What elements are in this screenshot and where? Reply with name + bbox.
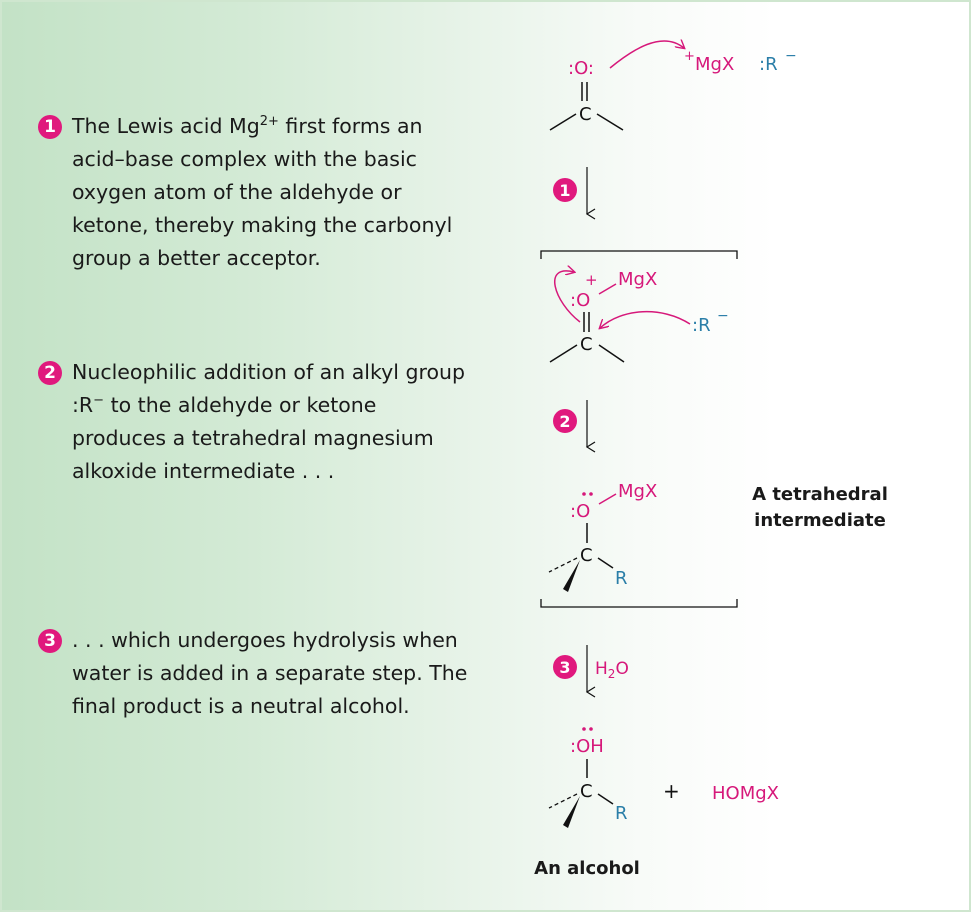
step-3-line-3: final product is a neutral alcohol.: [72, 694, 410, 718]
step-1-line-4: ketone, thereby making the carbonyl: [72, 213, 453, 237]
complex-nucleophile: :R: [692, 315, 711, 336]
step-1-line-5: group a better acceptor.: [72, 246, 321, 270]
step-2-line-3: produces a tetrahedral magnesium: [72, 426, 434, 450]
step-2-badge: 2: [38, 361, 62, 385]
intermediate-r: R: [615, 568, 628, 589]
alcohol-label: An alcohol: [534, 858, 640, 879]
start-nucleophile: :R: [759, 54, 778, 75]
starting-carbonyl: :O: C: [549, 58, 624, 131]
mg-charge: +: [684, 49, 695, 64]
intermediate-label: A tetrahedral intermediate: [752, 484, 888, 531]
start-mgx: MgX: [695, 54, 734, 75]
curved-arrow-r-to-c: [600, 310, 691, 328]
complex-oxygen: :O: [570, 290, 590, 311]
intermediate-mgx: MgX: [618, 481, 657, 502]
svg-text:3: 3: [559, 658, 570, 677]
curved-arrow-o-to-mg: [609, 41, 684, 69]
arrow-2-badge: [553, 409, 577, 433]
byproduct-homgx: HOMgX: [712, 783, 779, 804]
product-r: R: [615, 803, 628, 824]
bracket-top: [540, 250, 738, 259]
step-3-line-1: . . . which undergoes hydrolysis when: [72, 628, 458, 652]
product-oh: :OH: [570, 736, 604, 757]
curved-arrow-pi-to-o: [554, 271, 581, 323]
arrow-1-badge: [553, 178, 577, 202]
step-3-description: 3 . . . which undergoes hydrolysis when …: [38, 624, 508, 723]
step-1-line-2: acid–base complex with the basic: [72, 147, 417, 171]
arrow-3-badge: [553, 655, 577, 679]
step-1-badge: 1: [38, 115, 62, 139]
step-1-line-1: The Lewis acid Mg2+ first forms an: [72, 114, 423, 138]
activated-complex: + :O MgX C: [549, 269, 657, 363]
svg-text:1: 1: [559, 181, 570, 200]
svg-text:−: −: [717, 308, 729, 324]
step-2-description: 2 Nucleophilic addition of an alkyl grou…: [38, 356, 508, 488]
bracket-bottom: [540, 599, 738, 608]
alcohol-product: :OH C R: [548, 727, 628, 828]
water-reagent: H2O: [595, 659, 629, 681]
intermediate-carbon: C: [580, 545, 593, 566]
step-3-badge: 3: [38, 629, 62, 653]
tetrahedral-intermediate: :O MgX C R: [548, 481, 657, 592]
plus-sign: +: [663, 779, 680, 803]
start-oxygen: :O:: [568, 58, 594, 79]
product-carbon: C: [580, 781, 593, 802]
r-charge: −: [785, 48, 797, 64]
step-2-line-2: :R− to the aldehyde or ketone: [72, 393, 377, 417]
step-1-description: 1 The Lewis acid Mg2+ first forms an aci…: [38, 110, 508, 275]
step-3-line-2: water is added in a separate step. The: [72, 661, 468, 685]
complex-mgx: MgX: [618, 269, 657, 290]
complex-carbon: C: [580, 334, 593, 355]
svg-text:+: +: [585, 271, 598, 289]
intermediate-oxygen: :O: [570, 501, 590, 522]
step-2-line-4: alkoxide intermediate . . .: [72, 459, 335, 483]
start-carbon: C: [579, 104, 592, 125]
step-2-line-1: Nucleophilic addition of an alkyl group: [72, 360, 466, 384]
step-1-line-3: oxygen atom of the aldehyde or: [72, 180, 402, 204]
svg-text:2: 2: [559, 412, 570, 431]
